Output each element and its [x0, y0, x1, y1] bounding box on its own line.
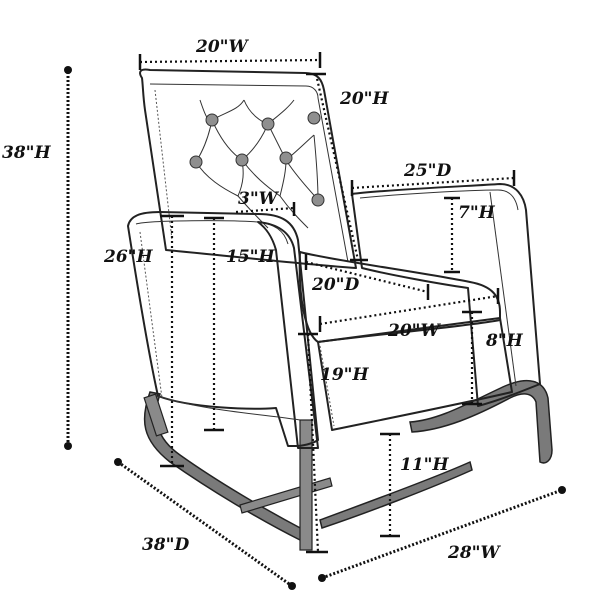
overall-depth-label: 38"D [142, 535, 190, 555]
tuft-button [189, 155, 203, 169]
seat-depth-label: 20"D [311, 275, 360, 295]
seat-thickness-label: 8"H [485, 331, 524, 351]
armrest-width-label: 3"W [238, 189, 280, 209]
rocker-crossbar [239, 477, 333, 514]
tuft-button [279, 151, 293, 165]
backrest-inner-edge [149, 83, 349, 263]
seat-height-front-label: 19"H [320, 365, 370, 385]
right-rocker-rail [409, 379, 553, 464]
right-armrest [351, 183, 541, 407]
seat-front-panel [317, 317, 513, 431]
back-left-leg [143, 393, 169, 437]
overall-width-label: 28"W [447, 543, 502, 563]
seat-depth-top-label: 25"D [403, 161, 452, 181]
overall-height-label: 38"H [2, 143, 52, 163]
tuft-button [205, 113, 219, 127]
arm-to-seat-height-label: 7"H [458, 203, 496, 223]
tuft-button [235, 153, 249, 167]
left-armrest-base [157, 395, 301, 421]
back-width-label: 20"W [195, 37, 250, 57]
base-clearance-label: 11"H [400, 455, 450, 475]
arm-height-inner-label: 15"H [226, 247, 276, 267]
rocker-base-front [319, 460, 473, 529]
left-armrest-top-edge [135, 220, 289, 245]
front-left-leg [299, 419, 313, 551]
right-armrest-top-edge [359, 189, 519, 211]
backrest-seam [154, 89, 173, 241]
arm-height-outer-label: 26"H [103, 247, 154, 267]
rocking-chair-illustration [127, 68, 553, 551]
dimension-lines [64, 52, 566, 590]
left-armrest-front-face [257, 221, 319, 449]
tuft-button [261, 117, 275, 131]
seat-width-label: 20"W [387, 321, 442, 341]
tuft-button [307, 111, 321, 125]
left-armrest [127, 211, 319, 447]
tuft-button [311, 193, 325, 207]
seat-seam [319, 345, 335, 427]
backrest [139, 68, 357, 269]
dimension-labels: 38"H 20"W 20"H 25"D 3"W 7"H 26"H 15"H 20… [2, 37, 524, 563]
back-height-label: 20"H [339, 89, 390, 109]
right-armrest-front [489, 191, 517, 387]
